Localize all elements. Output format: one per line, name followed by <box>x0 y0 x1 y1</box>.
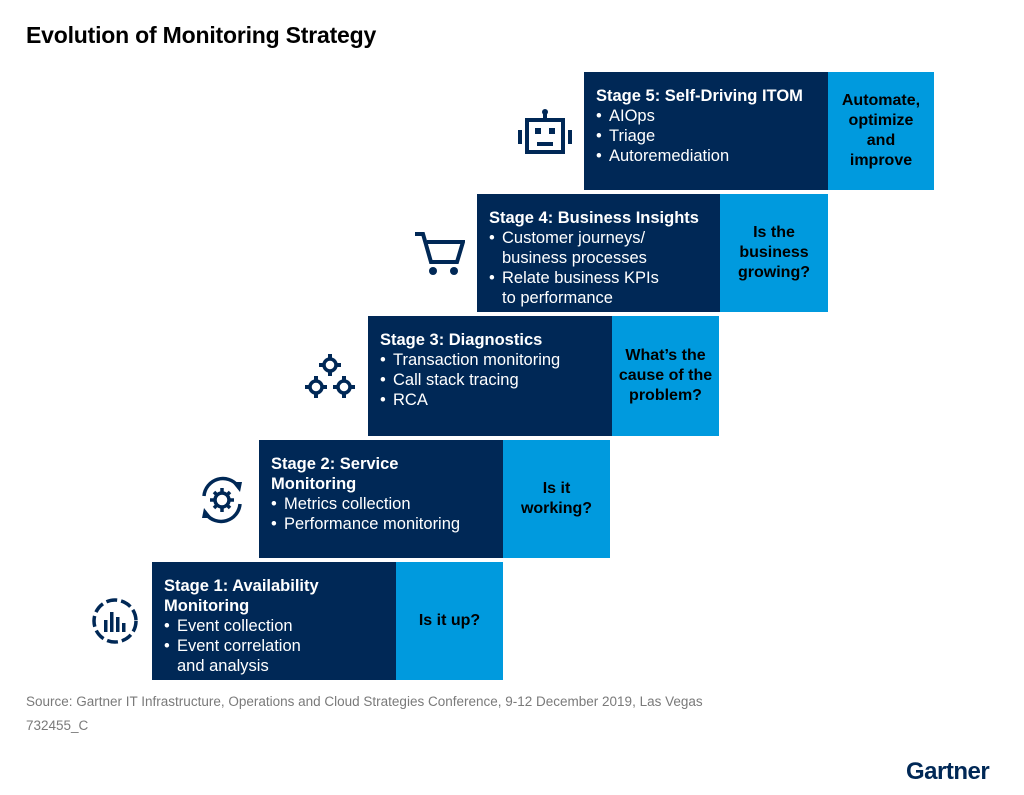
stage-3-box: Stage 3: Diagnostics Transaction monitor… <box>368 316 612 436</box>
stage-2-bullet: Metrics collection <box>271 494 503 514</box>
stage-3-title: Stage 3: Diagnostics <box>380 331 543 349</box>
stage-1-box: Stage 1: Availability Monitoring Event c… <box>152 562 396 680</box>
source-note: Source: Gartner IT Infrastructure, Opera… <box>26 694 703 709</box>
stage-5-title: Stage 5: Self-Driving ITOM <box>596 87 803 105</box>
stage-4-box: Stage 4: Business Insights Customer jour… <box>477 194 720 312</box>
stage-5-bullet: Triage <box>596 126 828 146</box>
page-title: Evolution of Monitoring Strategy <box>26 22 377 48</box>
gartner-logo: Gartner <box>906 758 990 785</box>
stage-2-box: Stage 2: Service Monitoring Metrics coll… <box>259 440 503 558</box>
stage-3-bullet: Call stack tracing <box>380 370 612 390</box>
gears-icon <box>304 352 356 400</box>
stage-3-question: What’s the cause of the problem? <box>612 316 719 436</box>
figure-code: 732455_C <box>26 718 89 733</box>
robot-icon <box>517 108 573 156</box>
stage-5-box: Stage 5: Self-Driving ITOM AIOps Triage … <box>584 72 828 190</box>
gear-refresh-icon <box>196 474 248 526</box>
stage-4-title: Stage 4: Business Insights <box>489 209 699 227</box>
stage-3-bullet: RCA <box>380 390 612 410</box>
stage-1-title: Stage 1: Availability Monitoring <box>164 577 319 615</box>
stage-5-bullet: Autoremediation <box>596 146 828 166</box>
stage-5-bullet: AIOps <box>596 106 828 126</box>
stage-4-bullet: Customer journeys/ business processes <box>489 228 672 268</box>
stage-1-bullet: Event collection <box>164 616 396 636</box>
stage-3-bullet: Transaction monitoring <box>380 350 612 370</box>
stage-2-bullet: Performance monitoring <box>271 514 503 534</box>
stage-2-title: Stage 2: Service Monitoring <box>271 455 399 493</box>
shopping-cart-icon <box>413 230 465 278</box>
stage-5-question: Automate, optimize and improve <box>828 72 934 190</box>
stage-1-question: Is it up? <box>396 562 503 680</box>
stage-2-question: Is it working? <box>503 440 610 558</box>
stage-4-question: Is the business growing? <box>720 194 828 312</box>
analytics-dial-icon <box>90 596 140 646</box>
stage-4-bullet: Relate business KPIs to performance <box>489 268 677 308</box>
stage-1-bullet: Event correlation and analysis <box>164 636 327 676</box>
